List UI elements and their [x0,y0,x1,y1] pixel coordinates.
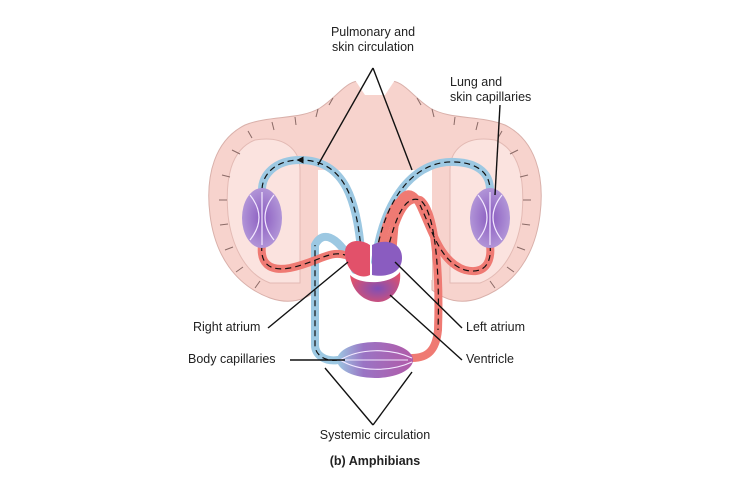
leader-right-atrium [267,261,349,329]
lung-capillaries-right [470,188,510,248]
leader-lines [267,67,501,426]
body-capillaries [337,342,413,378]
leader-systemic-right [372,371,413,426]
left-atrium-shape [372,241,402,276]
arrow-vein-left [261,244,346,270]
top-notch [355,72,395,95]
arrow-pa-right [374,161,491,263]
label-body-capillaries: Body capillaries [188,352,276,366]
label-systemic-circulation: Systemic circulation [319,428,431,442]
heart [345,240,402,302]
right-atrium-shape [345,240,370,277]
leader-ventricle [389,294,463,361]
label-right-atrium: Right atrium [193,320,261,334]
skin-ticks [219,97,531,289]
leader-left-atrium [394,261,463,329]
label-pulmonary-line2: skin circulation [332,40,414,54]
ventricle-shape [350,272,401,302]
arrow-aorta [384,198,440,331]
label-pulmonary-line1: Pulmonary and [330,25,416,39]
leader-pulmonary-left [317,67,374,166]
label-pulmonary-circulation: Pulmonary and skin circulation [313,25,433,55]
lung-capillaries-left [242,188,282,248]
label-lung-line2: skin capillaries [450,90,532,104]
arrow-vein-right [419,204,491,272]
label-ventricle: Ventricle [466,352,514,366]
leader-systemic-left [324,367,374,426]
label-lung-skin-capillaries: Lung and skin capillaries [450,75,531,105]
arrow-pa-left [261,156,363,263]
label-lung-line1: Lung and [450,75,503,89]
figure-caption: (b) Amphibians [329,454,421,468]
leader-lung-capillaries [494,104,501,196]
label-left-atrium: Left atrium [466,320,526,334]
leader-pulmonary-right [372,67,413,171]
